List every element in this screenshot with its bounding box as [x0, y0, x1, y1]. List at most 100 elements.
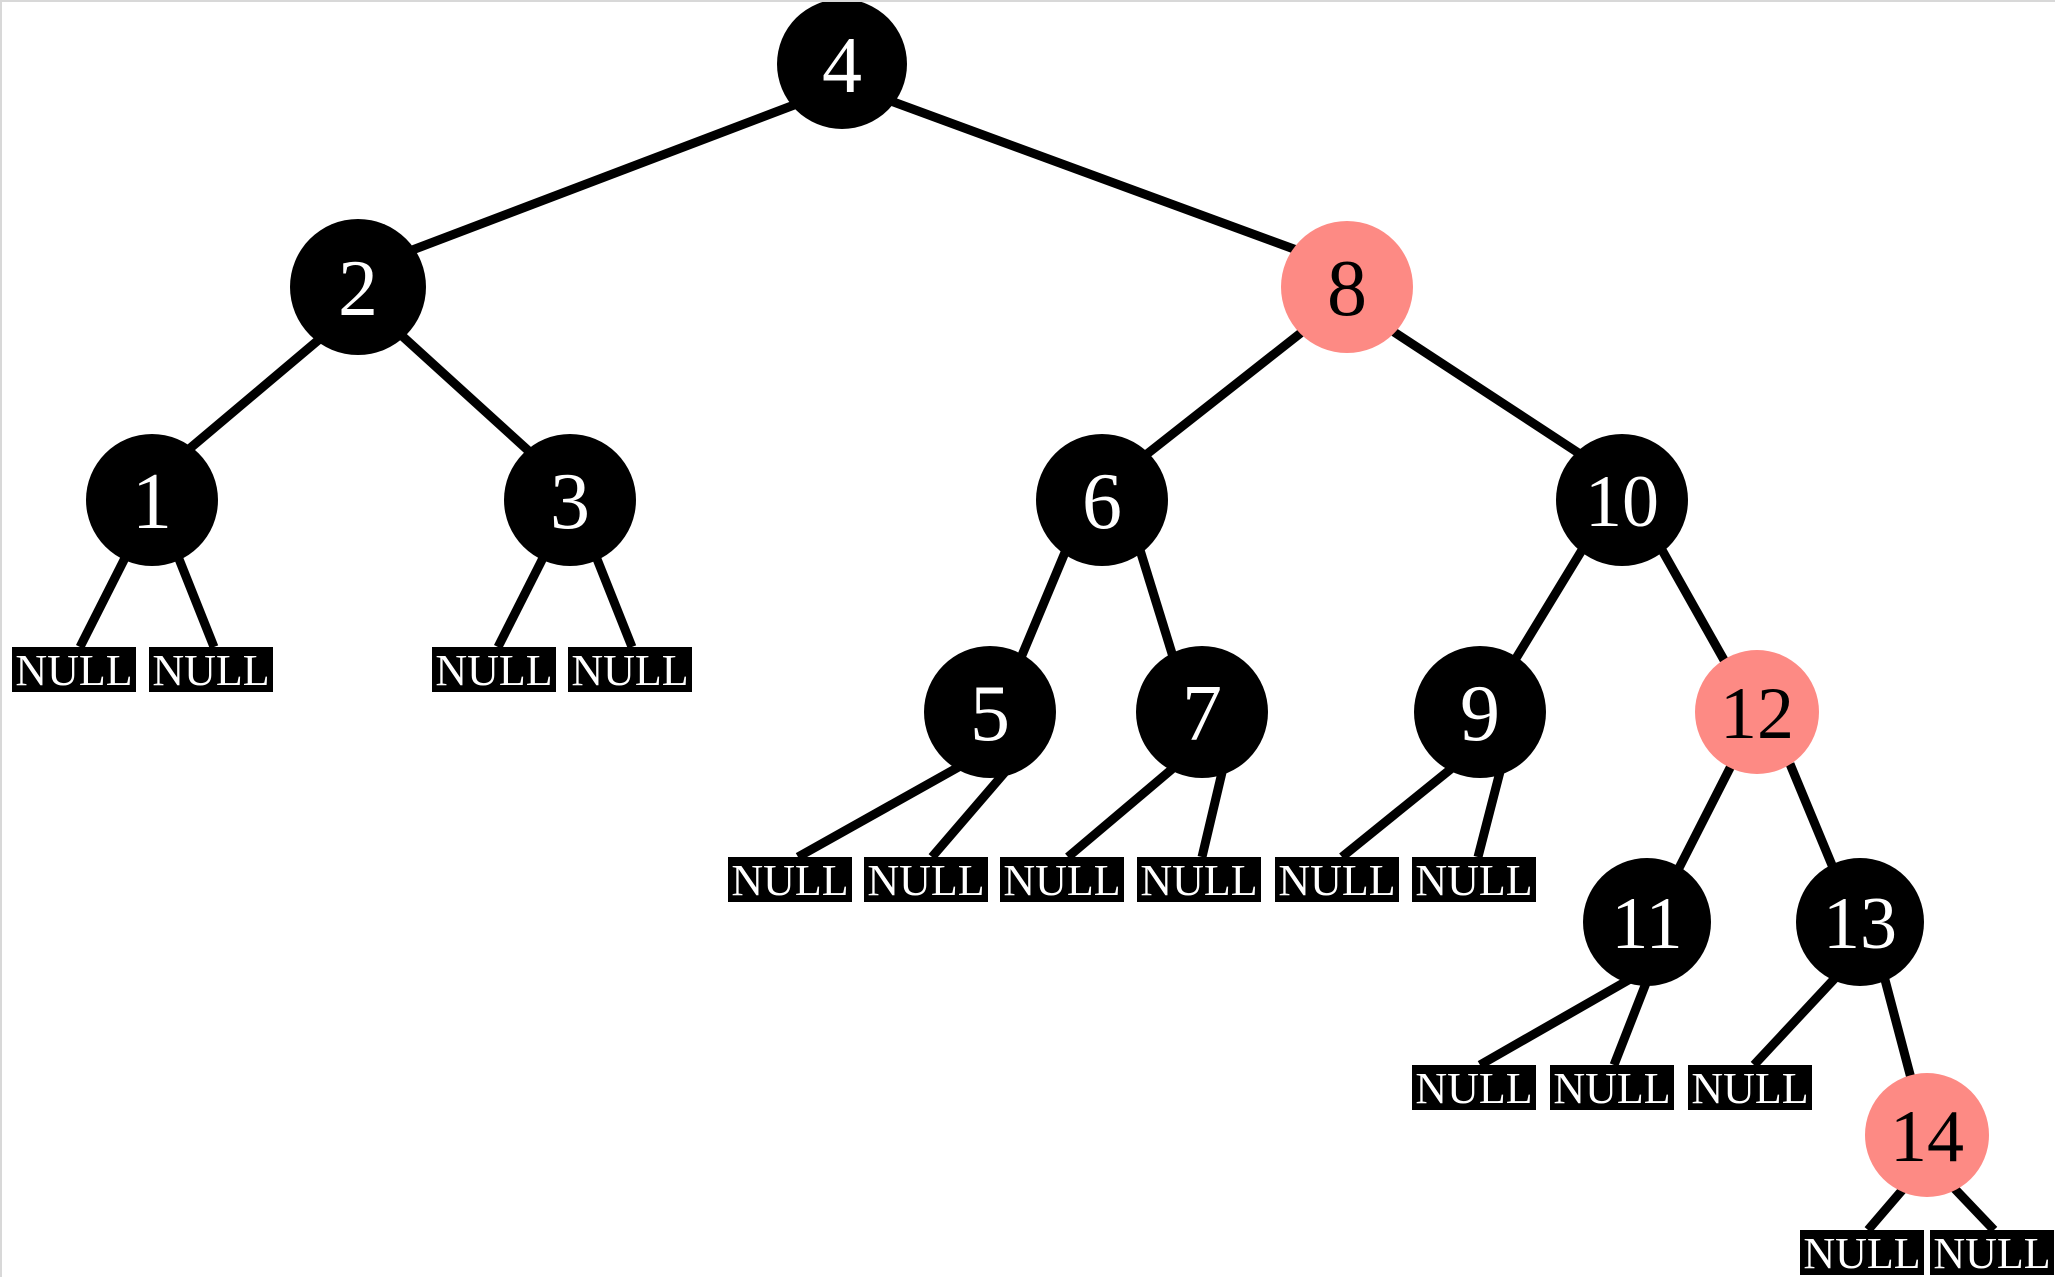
tree-edge-n10-n12: [1658, 547, 1728, 663]
tree-edge-n13-null-13L: [1750, 972, 1841, 1069]
null-label: NULL: [571, 646, 688, 695]
null-label: NULL: [1278, 856, 1395, 905]
null-leaf: NULL: [1000, 856, 1124, 905]
tree-edge-n1-null-1R: [172, 552, 219, 649]
null-box: [1412, 1065, 1536, 1110]
tree-edge-n12-n11: [1673, 761, 1737, 873]
null-leaf: NULL: [1930, 1229, 2054, 1277]
null-leaf: NULL: [1550, 1064, 1674, 1113]
node-circle-black[interactable]: [1136, 646, 1268, 778]
tree-node-7[interactable]: 7: [1136, 646, 1268, 778]
null-label: NULL: [1415, 856, 1532, 905]
node-circle-black[interactable]: [290, 219, 426, 355]
null-leaf: NULL: [1412, 856, 1536, 905]
tree-node-3[interactable]: 3: [504, 434, 636, 566]
null-box: [1800, 1230, 1924, 1275]
null-label: NULL: [1803, 1229, 1920, 1277]
tree-edge-n6-n5: [1015, 548, 1071, 662]
node-label: 10: [1585, 461, 1659, 543]
tree-node-10[interactable]: 10: [1556, 434, 1688, 566]
tree-edge-n9-null-9L: [1339, 760, 1460, 861]
tree-edge-n2-n3: [396, 330, 536, 458]
tree-node-12[interactable]: 12: [1695, 650, 1819, 774]
node-circle-black[interactable]: [1036, 434, 1168, 566]
null-label: NULL: [731, 856, 848, 905]
tree-edge-n2-n1: [185, 333, 325, 454]
null-leaf: NULL: [12, 646, 136, 695]
null-label: NULL: [1140, 856, 1257, 905]
null-leaf: NULL: [568, 646, 692, 695]
node-label: 1: [132, 458, 172, 546]
node-label: 6: [1082, 458, 1122, 546]
tree-node-11[interactable]: 11: [1583, 858, 1711, 986]
tree-edge-n6-n7: [1135, 548, 1179, 662]
node-circle-black[interactable]: [924, 646, 1056, 778]
node-circle-red[interactable]: [1281, 221, 1413, 353]
null-label: NULL: [1691, 1064, 1808, 1113]
null-label: NULL: [15, 646, 132, 695]
tree-edge-n5-null-5R: [928, 761, 1016, 860]
null-label: NULL: [867, 856, 984, 905]
null-box: [1550, 1065, 1674, 1110]
tree-node-4[interactable]: 4: [777, 2, 907, 129]
tree-node-9[interactable]: 9: [1414, 646, 1546, 778]
tree-edge-n4-n2: [392, 97, 804, 262]
tree-edge-n7-null-7L: [1065, 760, 1181, 861]
null-leaf: NULL: [1800, 1229, 1924, 1277]
null-leaf: NULL: [1688, 1064, 1812, 1113]
node-circle-black[interactable]: [504, 434, 636, 566]
null-box: [1412, 857, 1536, 902]
null-box: [728, 857, 852, 902]
node-circle-black[interactable]: [1414, 646, 1546, 778]
node-label: 11: [1611, 883, 1682, 965]
tree-node-2[interactable]: 2: [290, 219, 426, 355]
node-label: 14: [1890, 1096, 1964, 1178]
null-box: [1137, 857, 1261, 902]
node-circle-black[interactable]: [86, 434, 218, 566]
edges-layer: [75, 95, 1998, 1234]
tree-edge-n9-null-9R: [1473, 762, 1507, 859]
null-leaf: NULL: [149, 646, 273, 695]
tree-edge-n10-n9: [1511, 547, 1586, 663]
node-circle-black[interactable]: [1583, 858, 1711, 986]
tree-edge-n7-null-7R: [1197, 762, 1229, 859]
node-circle-black[interactable]: [1556, 434, 1688, 566]
tree-edge-n5-null-5L: [795, 760, 967, 861]
node-circle-black[interactable]: [777, 2, 907, 129]
null-box: [1000, 857, 1124, 902]
null-box: [864, 857, 988, 902]
null-box: [1275, 857, 1399, 902]
tree-edge-n11-null-11L: [1477, 974, 1635, 1069]
tree-edge-n8-n6: [1144, 328, 1305, 458]
tree-node-8[interactable]: 8: [1281, 221, 1413, 353]
tree-node-13[interactable]: 13: [1796, 858, 1924, 986]
tree-node-5[interactable]: 5: [924, 646, 1056, 778]
node-circle-black[interactable]: [1796, 858, 1924, 986]
null-label: NULL: [1553, 1064, 1670, 1113]
null-label: NULL: [1933, 1229, 2050, 1277]
null-leaf: NULL: [432, 646, 556, 695]
null-leaf: NULL: [1275, 856, 1399, 905]
node-label: 3: [550, 458, 590, 546]
null-leaf: NULL: [1137, 856, 1261, 905]
node-label: 13: [1823, 883, 1897, 965]
tree-edge-n3-null-3L: [493, 551, 550, 650]
null-leaf: NULL: [728, 856, 852, 905]
node-circle-red[interactable]: [1865, 1073, 1989, 1197]
tree-node-1[interactable]: 1: [86, 434, 218, 566]
null-box: [149, 647, 273, 692]
tree-node-14[interactable]: 14: [1865, 1073, 1989, 1197]
tree-edge-n12-n13: [1785, 762, 1839, 872]
null-label: NULL: [1415, 1064, 1532, 1113]
node-label: 5: [970, 670, 1010, 758]
node-circle-red[interactable]: [1695, 650, 1819, 774]
null-leaves-layer: NULL NULL NULL NULL NULL NULL NULL NULL NULL NULL…: [12, 646, 2054, 1277]
node-label: 7: [1182, 670, 1222, 758]
tree-node-6[interactable]: 6: [1036, 434, 1168, 566]
tree-edge-n1-null-1L: [75, 551, 132, 650]
node-label: 9: [1460, 670, 1500, 758]
null-box: [568, 647, 692, 692]
